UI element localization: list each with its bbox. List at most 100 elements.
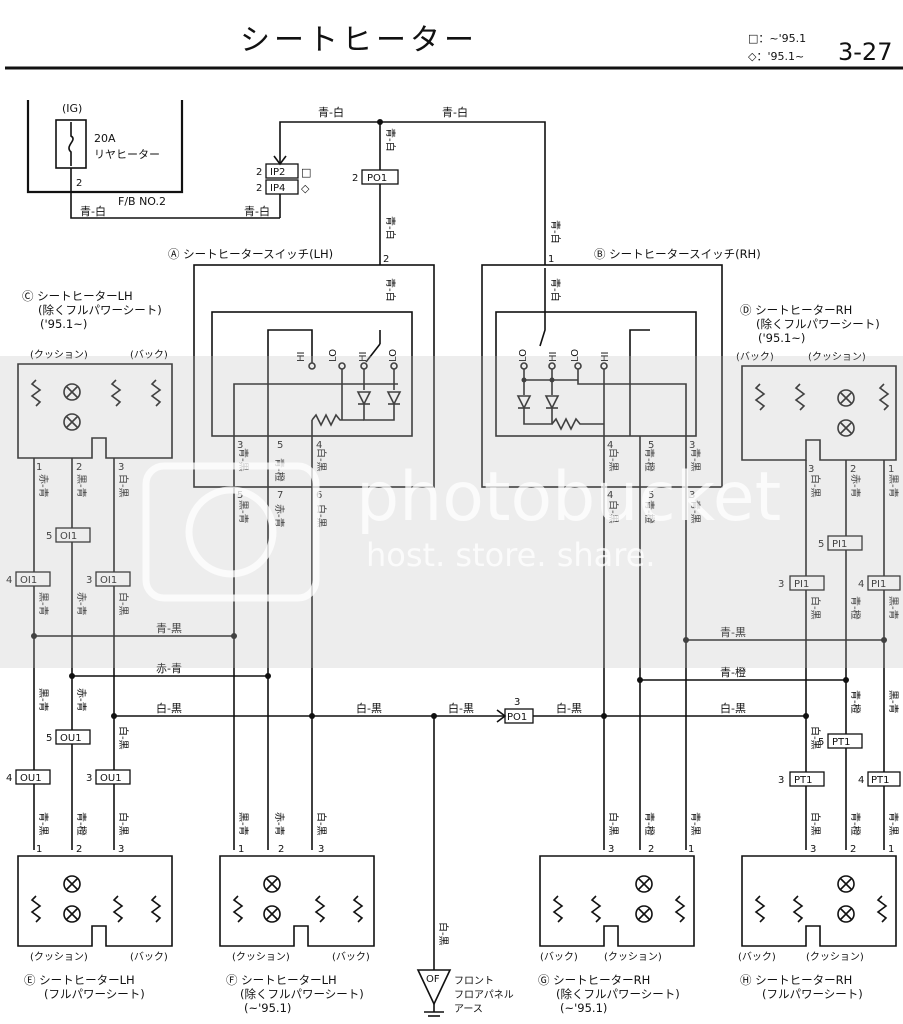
pin-label: 5 <box>648 440 654 451</box>
heater-e-elements <box>30 875 162 923</box>
fuse-rating: 20A <box>94 132 116 145</box>
pin-label: 5 <box>818 737 824 748</box>
wire-label: 青-白 <box>549 220 562 244</box>
connector-ou1 <box>15 769 51 785</box>
connector-label: PI1 <box>871 579 886 590</box>
cushion-label: (クッション) <box>806 951 864 963</box>
pin-label: 3 <box>689 440 695 451</box>
ground-label: フロアパネル <box>454 989 514 1001</box>
heater-f-date: (~'95.1) <box>244 1001 291 1015</box>
pin-label: 4 <box>607 490 613 501</box>
heater-d-title: Ⓓ シートヒーターRH <box>740 303 852 317</box>
wire-label: 白-黒 <box>607 812 620 836</box>
ground-label: フロント <box>454 976 494 987</box>
wire-label: 赤-青 <box>37 474 50 498</box>
wire-label: 赤-青 <box>156 662 182 675</box>
heater-g-date: (~'95.1) <box>560 1001 607 1015</box>
wire-label: 赤-青 <box>273 812 286 836</box>
heater-e-sub: (フルパワーシート) <box>44 987 145 1001</box>
vertical-wire-labels: 赤-青 黒-青 白-黒 黒-青 赤-青 白-黒 黒-青 赤-青 白-黒 青-黒 … <box>37 128 900 946</box>
wire-label: 白-黒 <box>117 592 130 616</box>
heater-e-title: Ⓔ シートヒーターLH <box>24 973 135 987</box>
wire-label: 青-橙 <box>849 812 862 836</box>
pin-label: 1 <box>238 844 244 855</box>
connector-ip2 <box>265 163 299 179</box>
pin-label: 4 <box>607 440 613 451</box>
pin-label: 3 <box>86 773 92 784</box>
wire-label: 赤-青 <box>75 688 88 712</box>
wire-label: 白-黒 <box>437 922 450 946</box>
heater-e <box>17 855 173 947</box>
pin-label: 2 <box>256 167 262 178</box>
pin-label: 3 <box>689 490 695 501</box>
pin-label: 2 <box>76 844 82 855</box>
pin-label: 7 <box>277 490 283 501</box>
cushion-label: (クッション) <box>232 951 290 963</box>
contact-label: LO <box>570 349 581 362</box>
contact-label: LO <box>388 349 399 362</box>
pin-label: 2 <box>648 844 654 855</box>
pin-label: 5 <box>46 733 52 744</box>
connector-oi1 <box>95 571 131 587</box>
wire-label: 黒-青 <box>37 688 50 712</box>
pin-label: 4 <box>316 440 322 451</box>
connector-label: PT1 <box>832 737 851 748</box>
wire-label: 青-白 <box>442 105 468 119</box>
contact-label: HI <box>548 352 559 362</box>
connector-label: PO1 <box>367 173 387 184</box>
back-label: (バック) <box>332 951 370 963</box>
wire-label: 青-白 <box>549 278 562 302</box>
connector-label: OU1 <box>60 733 82 744</box>
page-number: 3-27 <box>838 38 892 66</box>
wire-label: 白-黒 <box>315 812 328 836</box>
wire-label: 青-黒 <box>37 812 50 836</box>
watermark-brand: photobucket <box>356 458 781 537</box>
wire-label: 白-黒 <box>315 448 328 472</box>
connector-label: IP4 <box>270 183 285 194</box>
pin-label: 4 <box>858 579 864 590</box>
cushion-label: (クッション) <box>30 349 88 361</box>
contact-label: HI <box>296 352 307 362</box>
contact-label: HI <box>600 352 611 362</box>
wire-label: 青-黒 <box>720 626 746 639</box>
wire-label: 青-橙 <box>849 596 862 620</box>
cushion-label: (クッション) <box>808 351 866 363</box>
wire-label: 青-白 <box>244 204 270 218</box>
watermark: photobucket host. store. share. <box>0 356 903 668</box>
connector-label: OI1 <box>100 575 117 586</box>
pin-label: 1 <box>36 462 42 473</box>
wire-label: 黒-青 <box>237 812 250 836</box>
pin-label: 2 <box>76 462 82 473</box>
pin-label: 4 <box>6 575 12 586</box>
wire-label: 白-黒 <box>607 500 620 524</box>
wire-label: 青-橙 <box>849 690 862 714</box>
wire-label: 黒-青 <box>887 690 900 714</box>
pin-label: 2 <box>256 183 262 194</box>
fuse-pin: 2 <box>76 178 82 189</box>
connector-label: OI1 <box>60 531 77 542</box>
wire-label: 青-白 <box>318 105 344 119</box>
pin-label: 5 <box>46 531 52 542</box>
connector-ou1 <box>95 769 131 785</box>
switch-rh-contacts: LO HI LO HI <box>516 268 687 436</box>
heater-h-elements <box>754 875 888 923</box>
contact-label: HI <box>358 352 369 362</box>
pin-label: 3 <box>778 775 784 786</box>
wire-label: 青-橙 <box>720 665 746 679</box>
connector-label: OU1 <box>100 773 122 784</box>
wire-label: 黒-青 <box>887 596 900 620</box>
pin-label: 2 <box>850 844 856 855</box>
wire-label: 白-黒 <box>809 474 822 498</box>
wire-label: 赤-青 <box>849 474 862 498</box>
pin-label: 3 <box>514 697 520 708</box>
wire-label: 青-白 <box>384 128 397 152</box>
connector-oi1 <box>15 571 51 587</box>
pin-label: 3 <box>608 844 614 855</box>
wire-label: 赤-青 <box>75 592 88 616</box>
connector-label: OI1 <box>20 575 37 586</box>
connector-pi1 <box>827 535 863 551</box>
wire-label: 白-黒 <box>156 701 182 715</box>
connector-label: IP2 <box>270 167 285 178</box>
pin-label: 4 <box>858 775 864 786</box>
